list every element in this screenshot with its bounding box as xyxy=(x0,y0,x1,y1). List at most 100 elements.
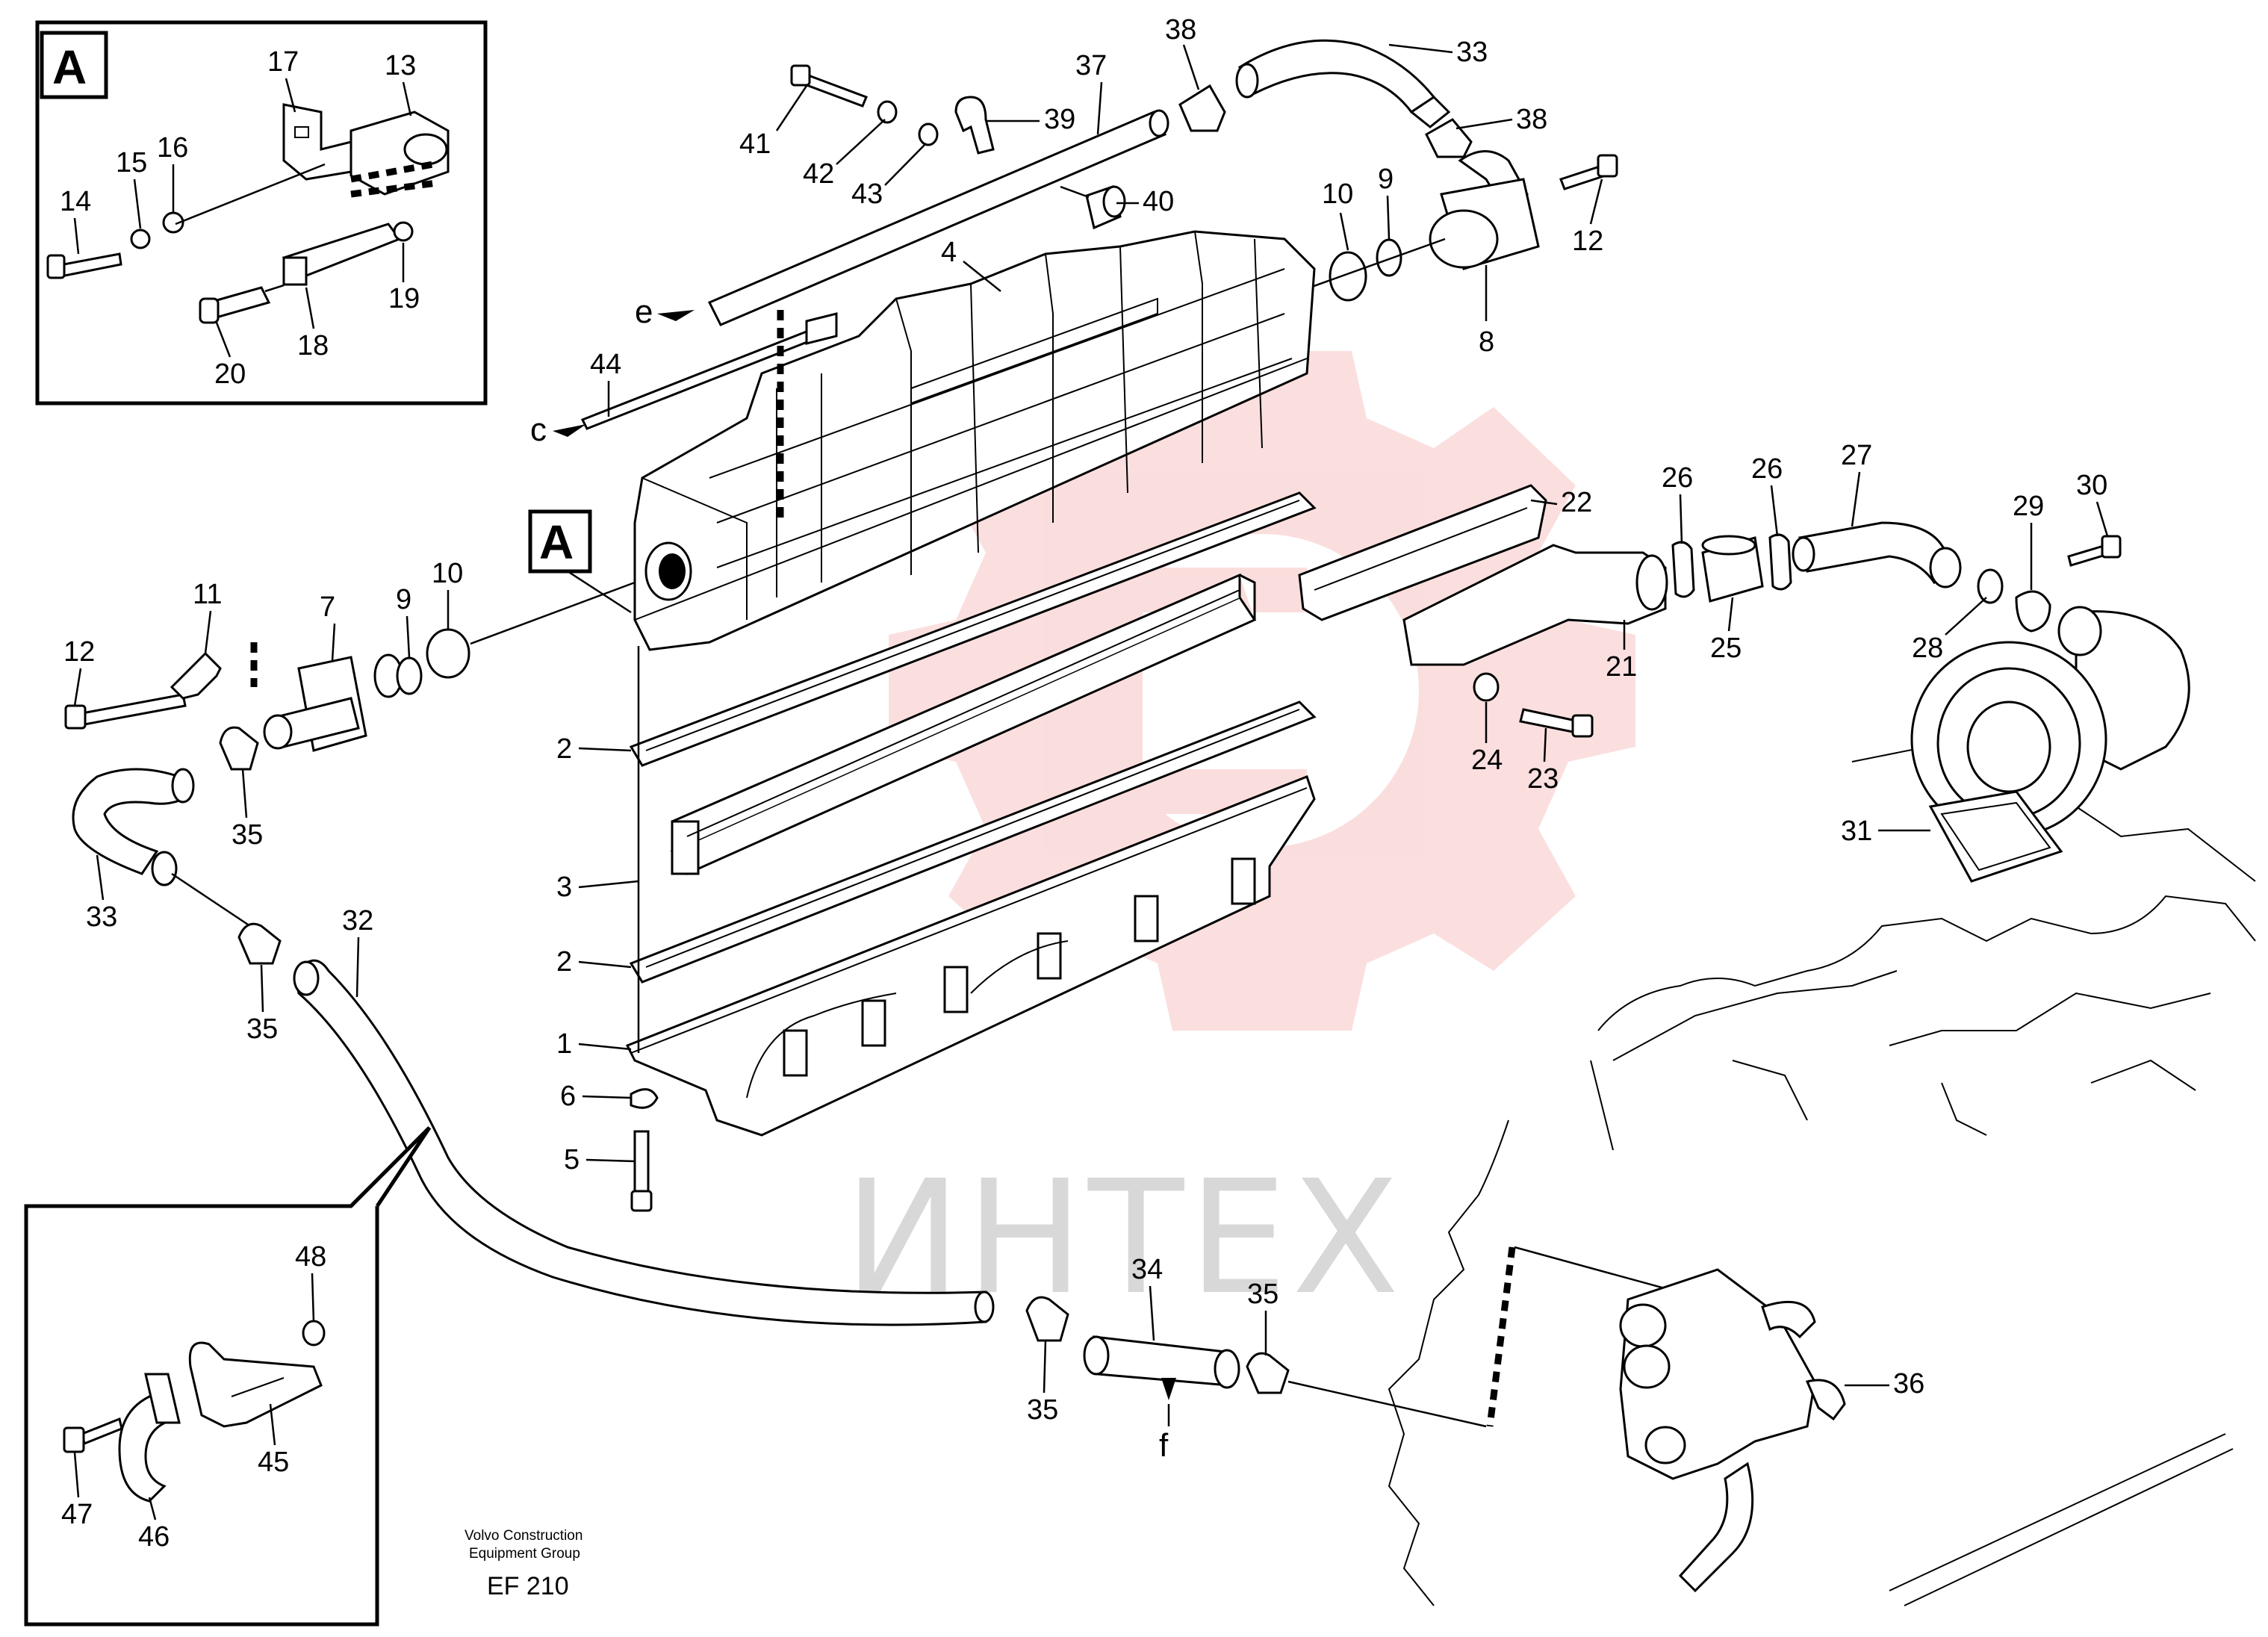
callout-19: 19 xyxy=(388,283,420,314)
callout-8: 8 xyxy=(1479,326,1494,358)
callout-2-upper: 2 xyxy=(556,733,572,765)
bracket-45-shape xyxy=(188,1341,323,1428)
left-pipe-system: f xyxy=(64,581,1733,1464)
callout-1: 1 xyxy=(556,1028,572,1060)
callout-25: 25 xyxy=(1710,633,1742,664)
callout-16: 16 xyxy=(157,132,188,164)
cooler-base-1 xyxy=(625,775,1316,1137)
bracket-11-shape xyxy=(170,651,222,700)
detail-box-bottom: 48 45 47 46 xyxy=(24,1126,432,1627)
callout-34: 34 xyxy=(1131,1254,1163,1285)
hose-34-shape xyxy=(1093,1335,1230,1387)
callout-35-lower-right: 35 xyxy=(1247,1279,1279,1310)
callout-47: 47 xyxy=(61,1499,93,1530)
callout-40: 40 xyxy=(1143,186,1174,217)
callout-7: 7 xyxy=(320,591,335,623)
callout-33-lower: 33 xyxy=(86,901,117,933)
callout-12-right: 12 xyxy=(1572,226,1603,257)
callout-45: 45 xyxy=(258,1447,289,1478)
callout-18: 18 xyxy=(297,330,329,361)
callout-24: 24 xyxy=(1471,745,1503,776)
callout-44: 44 xyxy=(590,349,621,380)
callout-37: 37 xyxy=(1075,50,1107,81)
oring-28-shape xyxy=(1977,568,2004,604)
callout-41: 41 xyxy=(739,128,771,160)
water-pump-36 xyxy=(1619,1268,1846,1593)
clamp-35-lower-right-shape xyxy=(1246,1352,1290,1394)
callout-48: 48 xyxy=(295,1241,326,1273)
callout-13: 13 xyxy=(385,50,416,81)
callout-26-right: 26 xyxy=(1751,453,1783,485)
bolt-5-shape xyxy=(633,1130,650,1193)
callout-46: 46 xyxy=(138,1521,170,1553)
callout-32: 32 xyxy=(342,905,373,936)
callout-12-left: 12 xyxy=(63,636,95,668)
oring-9-left-shape xyxy=(396,656,423,695)
hose-33-lower-shape xyxy=(72,768,193,875)
clamp-29-shape xyxy=(2015,590,2051,633)
callout-35-middle: 35 xyxy=(246,1013,278,1045)
callout-21: 21 xyxy=(1606,651,1637,683)
callout-14: 14 xyxy=(60,186,91,217)
bolt-12-left-shape xyxy=(81,693,187,726)
callout-6: 6 xyxy=(560,1081,576,1112)
credit-line-1: Volvo Construction xyxy=(465,1528,582,1544)
credit-block: Volvo Construction Equipment Group EF 21… xyxy=(465,1528,582,1600)
callout-23: 23 xyxy=(1527,763,1559,795)
oring-9-top-shape xyxy=(1376,238,1402,277)
oring-10-top-shape xyxy=(1329,251,1367,302)
pipe-37-shape xyxy=(707,111,1167,326)
callout-5: 5 xyxy=(564,1144,580,1175)
callout-31: 31 xyxy=(1841,816,1872,847)
callouts: 41 42 43 39 37 38 33 38 40 12 10 9 8 4 4… xyxy=(63,14,2109,1426)
cooler-core-3 xyxy=(670,573,1257,875)
cooler-housing-4 xyxy=(633,230,1316,651)
callout-10-left: 10 xyxy=(432,558,463,589)
callout-17: 17 xyxy=(267,46,299,78)
callout-20: 20 xyxy=(214,358,246,390)
clamp-35-middle-shape xyxy=(237,922,282,965)
callout-43: 43 xyxy=(851,178,883,210)
oring-10-left-shape xyxy=(426,628,470,679)
connection-letter-c: c xyxy=(530,411,547,448)
callout-38-top: 38 xyxy=(1165,14,1196,46)
callout-9-left: 9 xyxy=(396,584,411,615)
callout-2-lower: 2 xyxy=(556,946,572,978)
clamp-39-shape xyxy=(954,96,995,155)
callout-28: 28 xyxy=(1912,633,1943,664)
detail-box-main-label: A xyxy=(539,515,574,569)
bolt-41-shape xyxy=(801,73,868,108)
clamp-38-right-shape xyxy=(1425,118,1473,158)
clamp-35-upper-shape xyxy=(219,726,259,771)
callout-29: 29 xyxy=(2013,491,2044,522)
callout-42: 42 xyxy=(803,158,834,190)
intake-assembly-right xyxy=(1298,484,2122,738)
diagram-code: EF 210 xyxy=(487,1572,569,1600)
clamp-26-right-shape xyxy=(1768,533,1792,591)
callout-15: 15 xyxy=(116,147,147,178)
washer-6-shape xyxy=(630,1088,659,1109)
washer-24-shape xyxy=(1473,672,1500,702)
callout-35-upper: 35 xyxy=(232,819,263,851)
callout-35-lower-left: 35 xyxy=(1027,1394,1058,1426)
engine-block-outline xyxy=(1388,745,2256,1606)
detail-box-a-top: A 17 13 15 16 14 19 18 xyxy=(35,20,488,406)
callout-10-top: 10 xyxy=(1322,178,1353,210)
callout-36: 36 xyxy=(1893,1368,1924,1400)
callout-33-top: 33 xyxy=(1456,37,1488,68)
gasket-22-shape xyxy=(1298,484,1547,621)
callout-30: 30 xyxy=(2076,470,2107,501)
clamp-26-left-shape xyxy=(1671,541,1695,598)
pipe-32-shape xyxy=(293,959,987,1326)
callout-39: 39 xyxy=(1044,104,1075,135)
callout-38-right: 38 xyxy=(1516,104,1547,135)
clamp-35-lower-left-shape xyxy=(1025,1296,1069,1342)
connection-letter-e: e xyxy=(635,293,653,330)
turbocharger-31 xyxy=(1910,606,2190,883)
detail-box-label: A xyxy=(52,40,87,94)
connection-letter-f: f xyxy=(1159,1427,1169,1464)
clamp-38-top-shape xyxy=(1178,84,1226,132)
callout-3: 3 xyxy=(556,872,572,903)
callout-11: 11 xyxy=(193,579,222,610)
